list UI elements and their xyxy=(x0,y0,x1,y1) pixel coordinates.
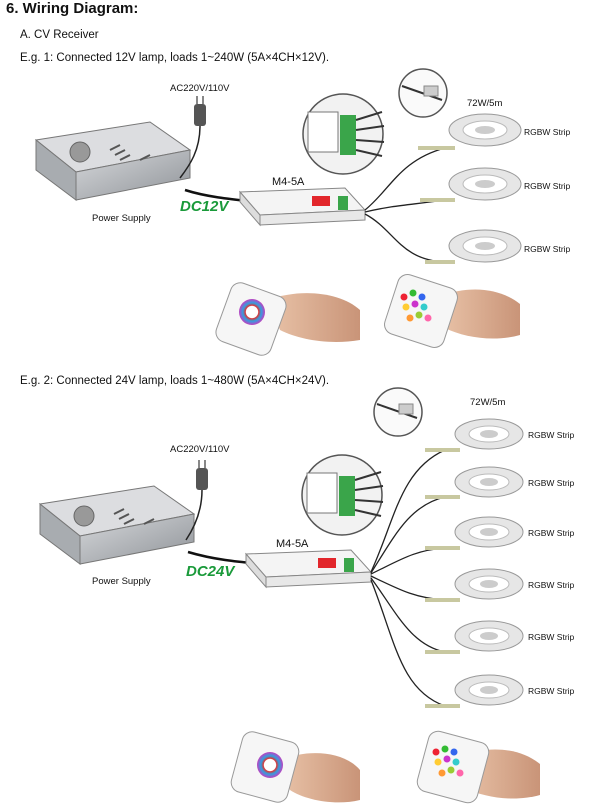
example-1-strip-power: 72W/5m xyxy=(467,98,503,109)
example-1-power-label: Power Supply xyxy=(92,213,151,224)
controller-2 xyxy=(244,549,373,589)
example-2-strip-1-label: RGBW Strip xyxy=(528,430,575,440)
remote-wheel-2 xyxy=(230,731,360,803)
example-1-controller-label: M4-5A xyxy=(272,176,305,188)
example-2-ac-label: AC220V/110V xyxy=(170,444,230,455)
example-1-strip-3-label: RGBW Strip xyxy=(524,244,571,254)
strip-connector-zoom-2 xyxy=(373,387,423,437)
remote-buttons-2 xyxy=(416,730,540,804)
example-2-strip-power: 72W/5m xyxy=(470,397,506,408)
example-2-strip-2-label: RGBW Strip xyxy=(528,478,575,488)
strip-connector-zoom-1 xyxy=(398,68,448,118)
remote-wheel-1 xyxy=(215,282,360,356)
ac-plug-1 xyxy=(194,96,206,126)
power-supply-2 xyxy=(38,485,196,565)
example-1-ac-label: AC220V/110V xyxy=(170,83,230,94)
example-2-strip-5-label: RGBW Strip xyxy=(528,632,575,642)
example-1-caption: E.g. 1: Connected 12V lamp, loads 1~240W… xyxy=(20,52,330,64)
example-1-strip-2-label: RGBW Strip xyxy=(524,181,571,191)
strip-reels-1 xyxy=(418,113,522,264)
example-2-strip-3-label: RGBW Strip xyxy=(528,528,575,538)
ac-plug-2 xyxy=(196,460,208,490)
terminal-zoom-2 xyxy=(301,454,384,536)
example-2-dc-label: DC24V xyxy=(186,563,235,580)
example-1-strip-1-label: RGBW Strip xyxy=(524,127,571,137)
example-2-strip-4-label: RGBW Strip xyxy=(528,580,575,590)
section-title: 6. Wiring Diagram: xyxy=(6,0,139,17)
example-2-caption: E.g. 2: Connected 24V lamp, loads 1~480W… xyxy=(20,375,330,387)
example-2-strip-6-label: RGBW Strip xyxy=(528,686,575,696)
example-2-controller-label: M4-5A xyxy=(276,538,309,550)
controller-1 xyxy=(238,187,367,227)
strip-reels-2 xyxy=(425,418,524,708)
example-2-power-label: Power Supply xyxy=(92,576,151,587)
subsection-title: A. CV Receiver xyxy=(20,29,99,41)
example-1-dc-label: DC12V xyxy=(180,198,229,215)
power-supply-1 xyxy=(34,121,192,201)
terminal-zoom-1 xyxy=(302,93,385,175)
remote-buttons-1 xyxy=(384,274,520,348)
